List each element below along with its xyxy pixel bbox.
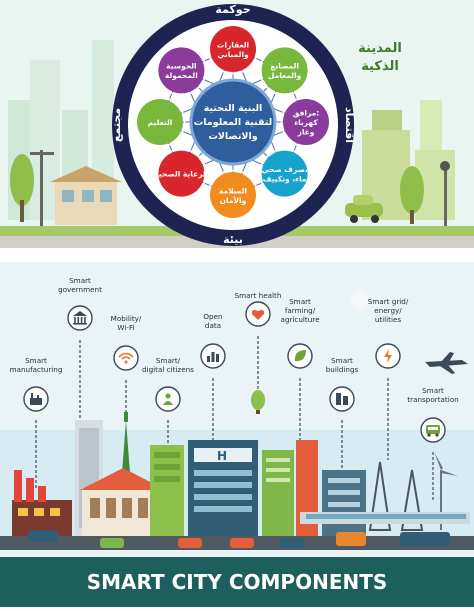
ring-node-circle: [210, 172, 256, 218]
component-label: farming/: [285, 306, 316, 315]
person-icon: [163, 393, 173, 405]
component-label: government: [58, 285, 102, 294]
svg-text:H: H: [217, 449, 227, 463]
ring-node-label: والأمان: [220, 196, 247, 205]
ring-node-label: الحوسبة: [166, 62, 196, 71]
ring-label-economy: اقتصاد: [343, 107, 356, 143]
center-hub-label: البنية التحتية لتقنية المعلومات والاتصال…: [194, 103, 273, 142]
component-health: Smart health: [235, 291, 282, 390]
side-caption-line-2: الذكية: [361, 59, 399, 74]
airplane-illustration: [425, 352, 468, 374]
ring-node: التعليم: [134, 96, 186, 148]
wifi-icon: [118, 352, 134, 364]
city-skyline: H: [0, 412, 474, 550]
ring-node-label: السلامة: [219, 186, 247, 195]
ring-label-environment: بيئة: [223, 233, 243, 246]
government-building-icon: [73, 311, 87, 325]
heart-icon: [251, 310, 265, 320]
component-label: Smart: [25, 356, 47, 365]
component-label: Smart health: [235, 291, 282, 300]
ring-node-circle: [261, 47, 308, 94]
ring-node-label: مرافق:: [293, 109, 320, 118]
component-label: Smart: [69, 276, 91, 285]
component-icon-frame: [113, 345, 139, 371]
component-label: manufacturing: [10, 365, 63, 374]
ring-node-circle: [261, 150, 308, 197]
component-label: transportation: [407, 395, 458, 404]
ring-node-circle: [158, 150, 205, 197]
component-label: energy/: [374, 306, 402, 315]
ring-label-society: مجتمع: [110, 108, 123, 142]
ring-node-label: المحمولة: [165, 71, 198, 80]
factory-icon: [30, 393, 42, 405]
component-icon-frame: [67, 305, 93, 331]
component-label: data: [205, 321, 221, 330]
center-label-line-3: والاتصالات: [208, 131, 257, 142]
component-icon-frame: [329, 386, 355, 412]
plug-icon: [384, 349, 392, 363]
component-digital-citizens: Smart/digital citizens: [142, 356, 194, 445]
ring-nodes: العقاراتوالمبانيالمصانعوالمعاملمرافق:كهر…: [134, 23, 332, 221]
smart-city-components: SmartmanufacturingSmartgovernmentMobilit…: [10, 276, 459, 500]
panel-divider: [0, 248, 474, 262]
component-label: Wi-Fi: [117, 323, 134, 332]
component-label: Open: [203, 312, 222, 321]
ring-node-label: المصانع: [270, 62, 299, 71]
ring-node-label: وغاز: [297, 128, 315, 137]
ring-node-circle: [283, 99, 329, 145]
component-label: Smart: [422, 386, 444, 395]
ring-node-label: صرف صحي،: [261, 165, 307, 174]
center-label-line-1: البنية التحتية: [204, 103, 263, 114]
ring-node: الرعاية الصحية: [154, 148, 208, 199]
component-label: Smart grid/: [368, 297, 409, 306]
ring-node-circle: [137, 99, 183, 145]
component-label: Smart: [331, 356, 353, 365]
side-caption-line-1: المدينة: [358, 41, 402, 56]
banner-title: SMART CITY COMPONENTS: [87, 570, 388, 594]
balloon-illustration: [251, 390, 265, 410]
component-label: digital citizens: [142, 365, 194, 374]
component-label: Smart/: [156, 356, 181, 365]
component-icon-frame: [155, 386, 181, 412]
building-icon: [336, 393, 348, 405]
leaf-icon: [294, 350, 306, 362]
banner-background: [0, 557, 474, 607]
ring-node-label: والمباني: [217, 50, 249, 59]
ring-node-circle: [210, 26, 256, 72]
smart-city-ring-diagram: البنية التحتية لتقنية المعلومات والاتصال…: [110, 3, 356, 246]
ring-node-label: الرعاية الصحية: [154, 170, 208, 179]
ring-node-label: كهرباء: [294, 118, 318, 127]
component-mobility: Mobility/Wi-Fi: [111, 314, 142, 415]
component-label: agriculture: [280, 315, 320, 324]
center-hub: [189, 78, 277, 166]
ring-node-label: ماء، وتكييف: [263, 174, 307, 183]
component-label: Smart: [289, 297, 311, 306]
ring-node-label: التعليم: [148, 118, 173, 127]
chart-icon: [207, 352, 219, 362]
ring-label-governance: حوكمة: [215, 3, 250, 16]
ring-node-label: العقارات: [217, 40, 249, 49]
ring-node-label: والمعامل: [268, 71, 302, 80]
component-label: utilities: [375, 315, 402, 324]
ring-node: صرف صحي،ماء، وتكييف: [259, 148, 310, 199]
center-label-line-2: لتقنية المعلومات: [194, 117, 273, 128]
component-label: buildings: [326, 365, 359, 374]
ring-node-circle: [158, 47, 205, 94]
bus-icon: [426, 425, 440, 437]
component-label: Mobility/: [111, 314, 142, 323]
component-grid: Smart grid/energy/utilities: [368, 297, 409, 460]
